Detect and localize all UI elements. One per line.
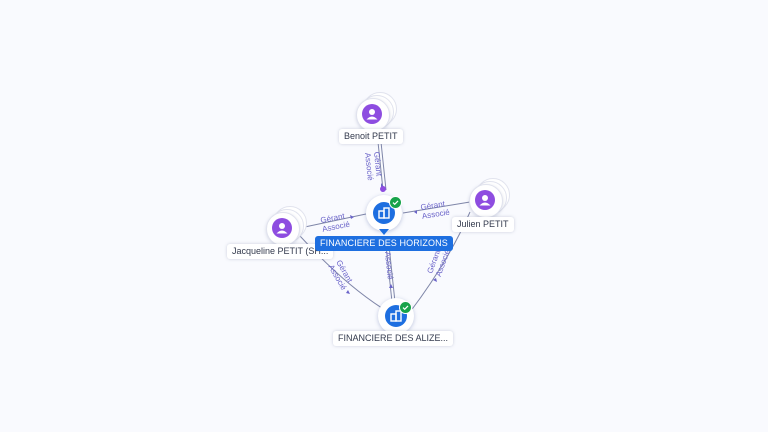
arrow-jacqueline-horizons	[350, 215, 354, 219]
verified-check-icon	[399, 301, 412, 314]
connector-dot	[380, 186, 386, 192]
person-icon	[362, 104, 382, 124]
node-benoit-petit[interactable]	[356, 92, 397, 132]
edge-jacqueline-horizons	[299, 213, 367, 229]
edge-benoit-horizons	[377, 141, 384, 191]
node-label-jacqueline[interactable]: Jacqueline PETIT (SH...	[227, 244, 334, 259]
person-icon	[475, 190, 495, 210]
edge-label-benoit-associe: Associé	[363, 152, 375, 181]
edge-label-julien-gerant: Gérant	[420, 199, 446, 212]
person-icon	[272, 218, 292, 238]
verified-check-icon	[389, 196, 402, 209]
arrow-julien-horizons	[414, 210, 417, 214]
edge-benoit-horizons-2	[380, 141, 387, 191]
node-label-julien[interactable]: Julien PETIT	[452, 217, 514, 232]
node-financiere-des-alizes[interactable]	[378, 298, 414, 334]
arrow-horizons-alizes	[389, 284, 393, 288]
node-financiere-des-horizons[interactable]	[366, 195, 402, 231]
node-label-horizons[interactable]: FINANCIERE DES HORIZONS	[315, 236, 453, 251]
edge-label-julien-associe: Associé	[421, 208, 451, 221]
edge-label-benoit-gerant: Gérant	[372, 151, 384, 177]
node-label-alizes[interactable]: FINANCIERE DES ALIZE...	[333, 331, 454, 346]
node-julien-petit[interactable]	[469, 178, 510, 218]
node-jacqueline-petit[interactable]	[266, 206, 307, 246]
arrow-julien-alizes	[433, 278, 437, 282]
edge-julien-horizons	[402, 201, 471, 214]
building-icon	[373, 202, 395, 224]
selected-pin-pointer	[379, 229, 389, 235]
node-label-benoit[interactable]: Benoit PETIT	[339, 129, 403, 144]
arrow-jacqueline-alizes	[346, 290, 350, 294]
edge-label-horizons-alizes-associe: Associé	[383, 251, 395, 280]
